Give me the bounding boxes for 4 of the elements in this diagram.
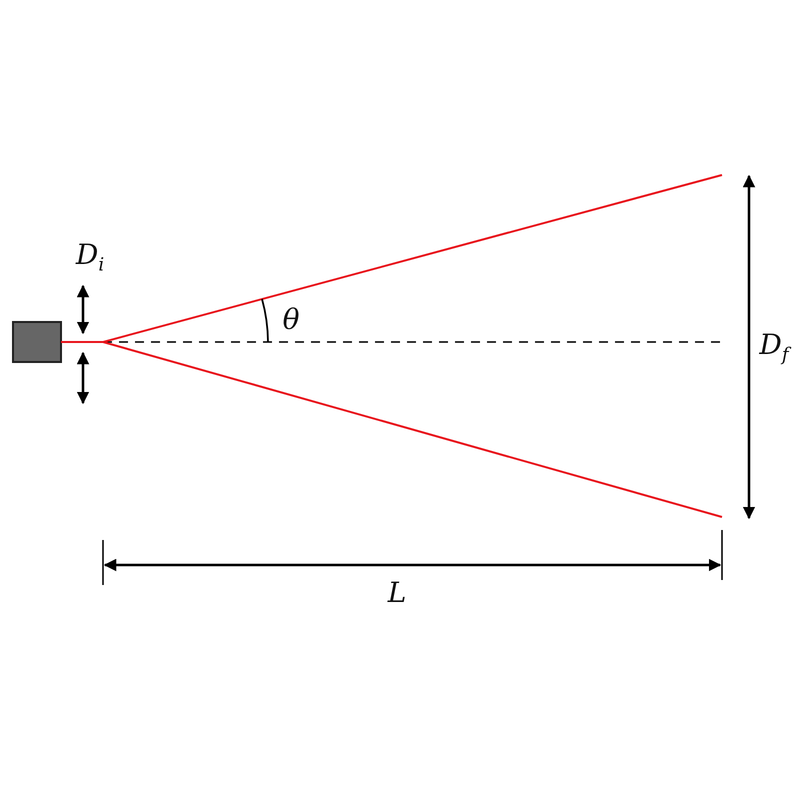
dimension-label: D$_{f}$: [759, 331, 789, 365]
dimension-label: θ: [282, 306, 300, 334]
dimension-label: D$_{i}$: [76, 241, 104, 275]
dimension-label: L: [388, 579, 406, 607]
